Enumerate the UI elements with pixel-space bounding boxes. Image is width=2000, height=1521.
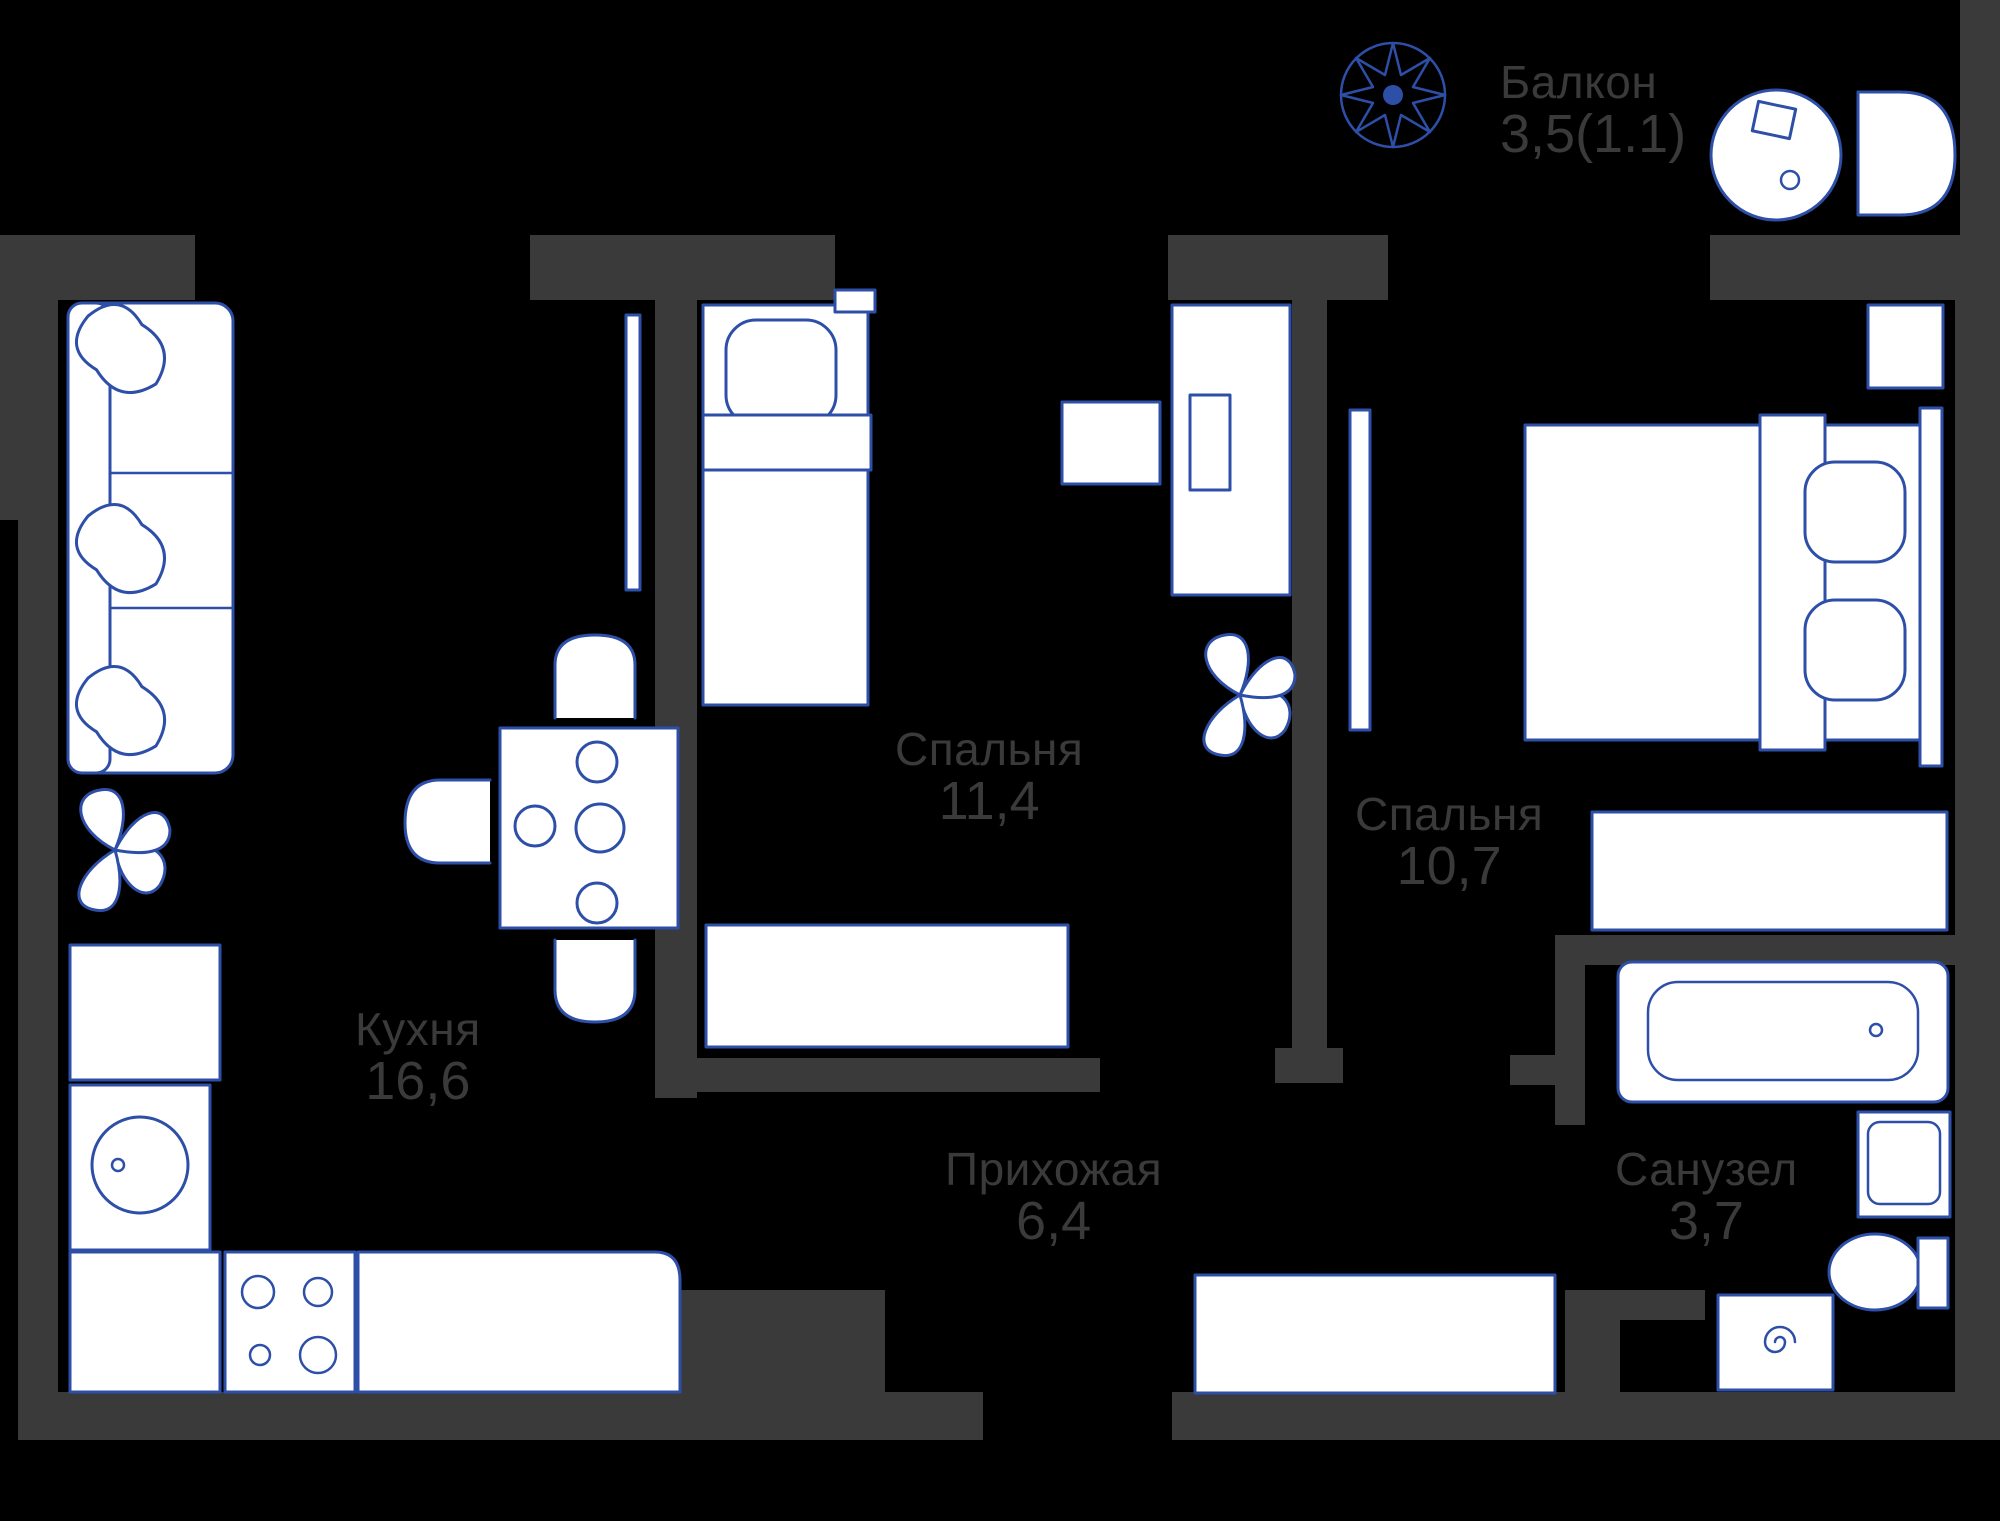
burner-icon: [302, 1276, 334, 1308]
balcony-label: Балкон 3,5(1.1): [1500, 58, 1686, 163]
bathroom-wall-left: [1555, 935, 1585, 1125]
kitchen-plant-icon: [77, 788, 172, 912]
bed-pillow: [1803, 598, 1907, 702]
partition-kitchen-bedroom: [655, 298, 697, 1098]
room-area: 3,5(1.1): [1500, 104, 1687, 165]
bedroom-plant-icon: [1202, 633, 1297, 757]
sink: [1856, 1110, 1952, 1219]
bathroom-furniture: [1616, 960, 1952, 1392]
room-name: Балкон: [1500, 56, 1658, 108]
bookshelf: [1348, 408, 1372, 732]
room-area: 10,7: [1396, 836, 1502, 897]
plate-icon: [575, 740, 619, 784]
chair: [403, 778, 492, 865]
partition-between-bedrooms: [1292, 298, 1327, 1048]
kitchen-label: Кухня 16,6: [355, 1005, 481, 1110]
hall-wardrobe: [1193, 1273, 1557, 1395]
nightstand: [1866, 303, 1945, 390]
drain-icon: [1868, 1022, 1884, 1038]
bedroom-1-furniture: [701, 288, 1070, 1049]
outer-wall-left: [18, 235, 58, 1440]
burner-icon: [298, 1335, 338, 1375]
balcony-plant-icon: [1339, 41, 1447, 149]
plate-icon: [513, 804, 557, 848]
balcony-book-icon: [1750, 99, 1798, 141]
stove: [223, 1250, 357, 1394]
room-name: Прихожая: [945, 1143, 1163, 1195]
fridge: [68, 943, 222, 1082]
headboard: [1918, 406, 1944, 768]
bed-pillow: [724, 318, 838, 427]
hallway-label: Прихожая 6,4: [945, 1145, 1162, 1250]
chair: [553, 938, 637, 1024]
bathroom-stub: [1510, 1055, 1555, 1085]
partition-bedroom-cap: [1275, 1048, 1343, 1083]
room-name: Санузел: [1615, 1143, 1798, 1195]
wardrobe-2: [1590, 810, 1949, 932]
walls: [0, 0, 2000, 1440]
balcony-table: [1709, 88, 1843, 222]
wardrobe-1: [704, 923, 1070, 1049]
washer-drum-icon: [90, 1115, 190, 1215]
room-name: Спальня: [895, 723, 1084, 775]
outer-wall-bottom-2: [1172, 1392, 2000, 1440]
toilet: [1827, 1232, 1923, 1312]
outer-wall-top-1: [0, 235, 195, 300]
tableware-icon: [574, 802, 626, 854]
room-name: Спальня: [1355, 788, 1544, 840]
nightstand: [833, 288, 877, 314]
tv-stand: [624, 313, 642, 592]
hallway-furniture: [1193, 1273, 1557, 1395]
bedroom-1-label: Спальня 11,4: [895, 725, 1083, 830]
outer-wall-top-2: [530, 235, 835, 300]
balcony-furniture: [1339, 41, 1957, 222]
room-area: 11,4: [938, 771, 1040, 832]
outer-wall-top-3: [1168, 235, 1388, 300]
kitchen-furniture: [66, 301, 682, 1394]
room-area: 6,4: [1016, 1191, 1092, 1252]
hall-bottom-niche: [1565, 1290, 1705, 1320]
boiler-spiral-icon: [1763, 1325, 1797, 1354]
bedroom-2-label: Спальня 10,7: [1355, 790, 1543, 895]
room-area: 16,6: [365, 1051, 471, 1112]
balcony-cup-icon: [1779, 169, 1801, 191]
burner-icon: [248, 1343, 272, 1367]
outer-wall-bottom-1: [18, 1392, 983, 1440]
plate-icon: [575, 881, 619, 925]
bathroom-label: Санузел 3,7: [1615, 1145, 1798, 1250]
partition-bedroom-wall-bottom: [680, 1058, 1100, 1092]
bathtub: [1616, 960, 1950, 1104]
room-area: 3,7: [1668, 1191, 1744, 1252]
counter-right: [356, 1250, 682, 1394]
burner-icon: [240, 1274, 276, 1310]
balcony-wall-right: [1960, 0, 2000, 240]
outer-wall-left-jamb: [0, 235, 18, 520]
desk-chair: [1060, 400, 1162, 486]
room-name: Кухня: [355, 1003, 481, 1055]
desk-monitor: [1188, 393, 1232, 492]
counter-left: [68, 1250, 222, 1394]
bedroom-2-furniture: [1060, 303, 1949, 932]
bed-pillow: [1803, 460, 1907, 564]
outer-wall-top-4: [1710, 235, 1965, 300]
sofa-cushion-icon: [74, 302, 166, 756]
outer-wall-right: [1955, 235, 2000, 1440]
bathroom-wall-top: [1555, 935, 1955, 965]
balcony-chair: [1856, 90, 1957, 217]
chair: [553, 633, 637, 720]
